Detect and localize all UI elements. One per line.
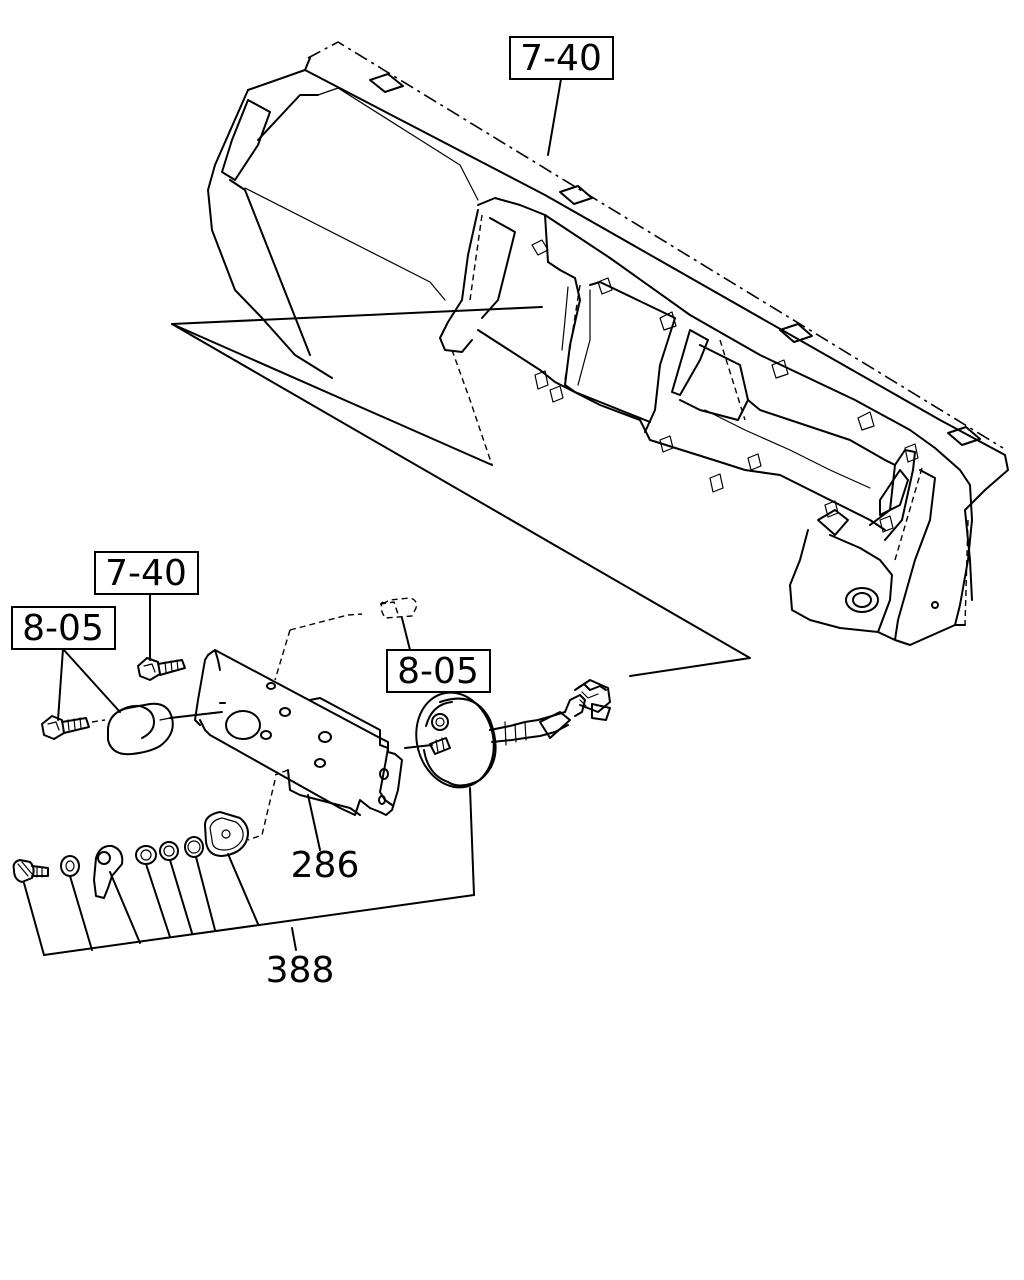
instrument-panel-drawing xyxy=(207,41,1009,646)
callout-8-05-right-label: 8-05 xyxy=(397,651,479,692)
callout-8-05-left-label: 8-05 xyxy=(22,608,104,649)
bulb xyxy=(379,597,418,619)
bracket-286 xyxy=(169,613,433,851)
switch-set-388 xyxy=(12,811,475,956)
part-number-286[interactable]: 286 xyxy=(291,845,360,886)
bulb-socket xyxy=(107,702,221,756)
callout-7-40-top-label: 7-40 xyxy=(520,38,602,79)
callout-7-40-left-label: 7-40 xyxy=(105,553,187,594)
callout-7-40-top[interactable]: 7-40 xyxy=(509,36,614,156)
callout-8-05-right[interactable]: 8-05 xyxy=(386,617,491,693)
horn xyxy=(415,679,611,896)
leader-lines-panel xyxy=(171,306,751,677)
callout-7-40-left[interactable]: 7-40 xyxy=(94,551,199,661)
part-number-388[interactable]: 388 xyxy=(266,950,335,991)
callout-8-05-left[interactable]: 8-05 xyxy=(11,606,121,721)
bolt-lower xyxy=(41,715,106,740)
bolt-upper xyxy=(137,657,186,681)
